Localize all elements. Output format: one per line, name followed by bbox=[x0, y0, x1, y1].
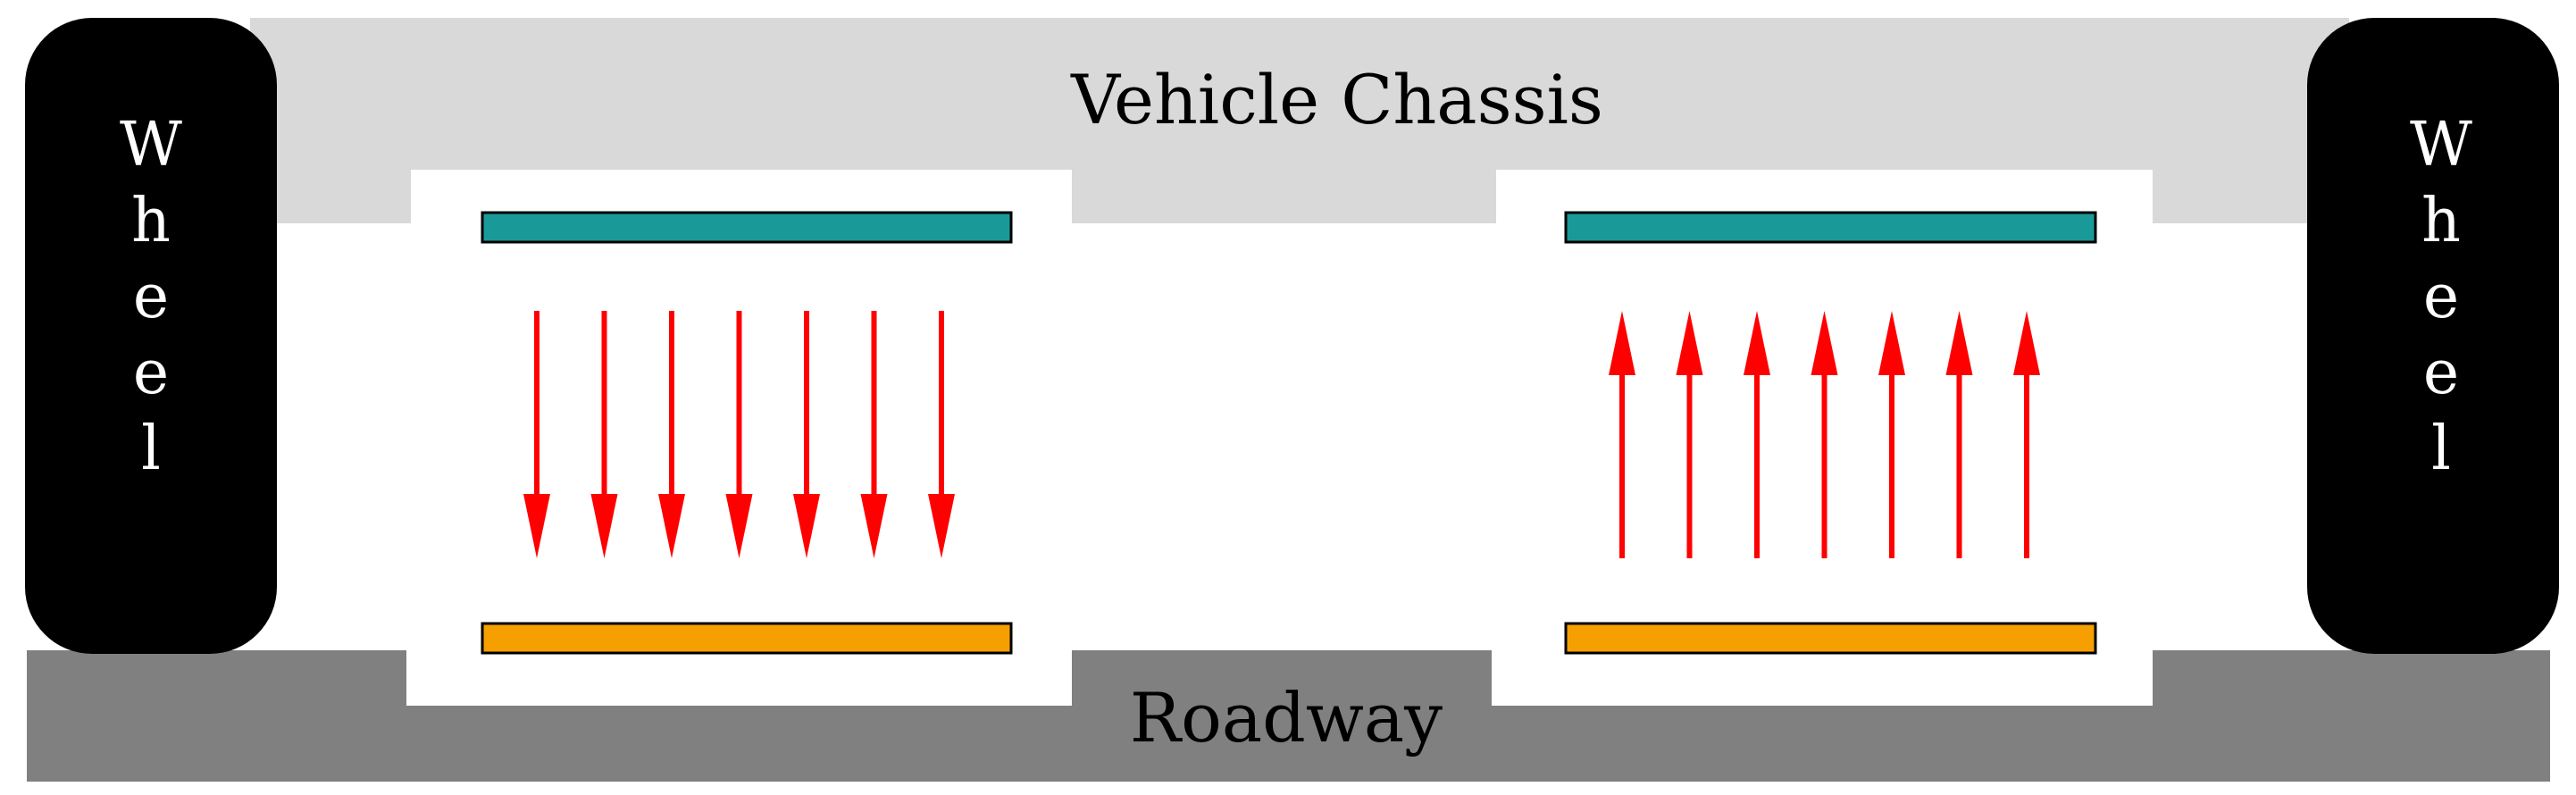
vehicle-chassis bbox=[250, 18, 2349, 223]
field-arrow-down bbox=[725, 311, 753, 558]
chassis-label: Vehicle Chassis bbox=[1070, 60, 1603, 139]
field-arrow-up bbox=[2013, 311, 2040, 558]
right-wheel-letter: e bbox=[2423, 338, 2459, 408]
left-receiver-plate bbox=[481, 211, 1013, 244]
left-wheel-body bbox=[25, 18, 277, 654]
left-wheel: W h e e l bbox=[25, 18, 277, 654]
field-arrow-down bbox=[658, 311, 685, 558]
right-wheel-body bbox=[2307, 18, 2559, 654]
field-arrow-up bbox=[1676, 311, 1703, 558]
field-arrow-up bbox=[1811, 311, 1838, 558]
left-wheel-letter: l bbox=[141, 414, 161, 484]
right-wheel-letter: e bbox=[2423, 262, 2459, 332]
left-wheel-letter: e bbox=[133, 338, 169, 408]
field-arrow-up bbox=[1878, 311, 1905, 558]
right-transmitter-plate bbox=[1564, 622, 2097, 655]
right-receiver-plate bbox=[1564, 211, 2097, 244]
field-arrow-up bbox=[1744, 311, 1770, 558]
field-arrow-down bbox=[590, 311, 618, 558]
left-wheel-letter: e bbox=[133, 262, 169, 332]
right-wheel-letter: W bbox=[2410, 110, 2472, 180]
field-arrow-up bbox=[1609, 311, 1635, 558]
roadway bbox=[27, 650, 2550, 782]
field-arrow-down bbox=[523, 311, 550, 558]
field-arrow-down bbox=[793, 311, 820, 558]
right-wheel-letter: h bbox=[2421, 186, 2461, 256]
field-arrow-up bbox=[1945, 311, 1973, 558]
left-transmitter-plate bbox=[481, 622, 1013, 655]
field-arrow-down bbox=[928, 311, 955, 558]
roadway-label: Roadway bbox=[1130, 678, 1443, 757]
left-wheel-letter: W bbox=[120, 110, 182, 180]
right-wheel: W h e e l bbox=[2307, 18, 2559, 654]
left-wheel-letter: h bbox=[131, 186, 171, 256]
right-field-arrows bbox=[1609, 311, 2040, 558]
left-field-arrows bbox=[523, 311, 955, 558]
field-arrow-down bbox=[860, 311, 888, 558]
right-wheel-letter: l bbox=[2431, 414, 2451, 484]
